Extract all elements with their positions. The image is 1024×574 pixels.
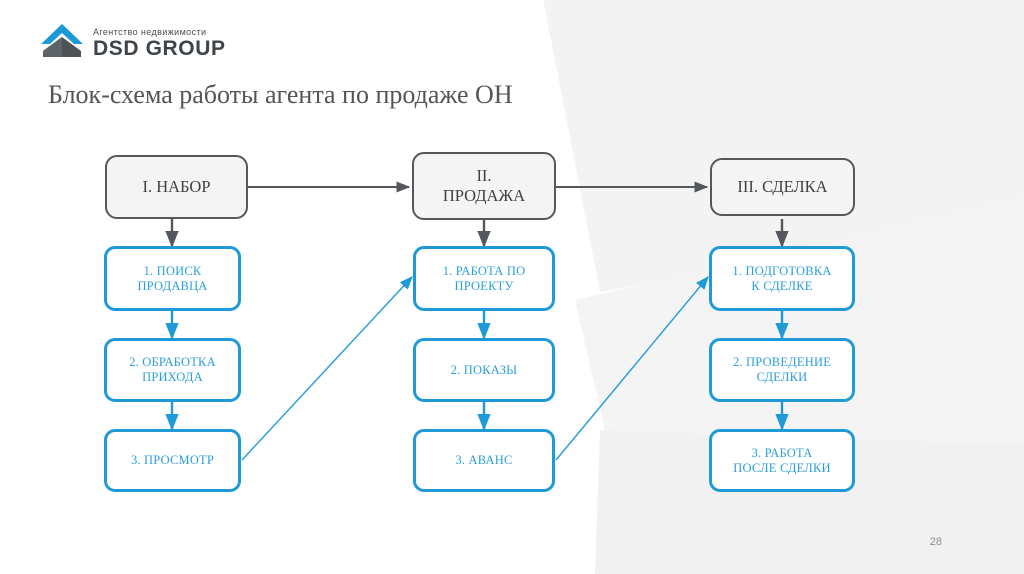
connector-step13-step21 bbox=[241, 276, 413, 461]
step-label-3-2-line1: 2. ПРОВЕДЕНИЕ bbox=[732, 355, 832, 369]
step-label-2-1-line2: ПРОЕКТУ bbox=[454, 278, 514, 293]
logo-text-block: Агентство недвижимости DSD GROUP bbox=[93, 28, 226, 60]
phase-label-nabor: I. НАБОР bbox=[142, 177, 211, 197]
page-number: 28 bbox=[929, 536, 942, 548]
step-label-1-1-line2: ПРОДАВЦА bbox=[137, 278, 208, 293]
phase-box-prodazha[interactable]: II. ПРОДАЖА bbox=[412, 152, 556, 220]
step-label-2-1-line1: 1. РАБОТА ПО bbox=[442, 263, 526, 278]
step-box-rabota-posle-sdelki[interactable]: 3. РАБОТА ПОСЛЕ СДЕЛКИ bbox=[709, 429, 855, 492]
phase-label-prodazha-line2: ПРОДАЖА bbox=[442, 186, 526, 205]
step-label-3-1-line2: К СДЕЛКЕ bbox=[751, 278, 813, 293]
step-label-1-2-line2: ПРИХОДА bbox=[142, 370, 203, 384]
connector-step23-step31 bbox=[555, 275, 709, 461]
step-label-2-3-line1: 3. АВАНС bbox=[455, 453, 513, 467]
step-box-prosmotr[interactable]: 3. ПРОСМОТР bbox=[104, 429, 241, 492]
step-label-1-3-line1: 3. ПРОСМОТР bbox=[130, 453, 215, 467]
brand-logo: Агентство недвижимости DSD GROUP bbox=[40, 20, 226, 60]
page-title: Блок-схема работы агента по продаже ОН bbox=[48, 80, 513, 109]
step-box-pokazy[interactable]: 2. ПОКАЗЫ bbox=[413, 338, 555, 402]
step-label-3-3-line1: 3. РАБОТА bbox=[751, 445, 813, 460]
step-box-poisk-prodavca[interactable]: 1. ПОИСК ПРОДАВЦА bbox=[104, 246, 241, 311]
logo-tagline: Агентство недвижимости bbox=[93, 27, 207, 37]
step-label-1-1-line1: 1. ПОИСК bbox=[143, 263, 202, 278]
step-label-3-2-line2: СДЕЛКИ bbox=[756, 370, 808, 384]
phase-label-sdelka: III. СДЕЛКА bbox=[737, 177, 828, 197]
step-box-avans[interactable]: 3. АВАНС bbox=[413, 429, 555, 492]
step-box-obrabotka-prihoda[interactable]: 2. ОБРАБОТКА ПРИХОДА bbox=[104, 338, 241, 402]
step-box-provedenie-sdelki[interactable]: 2. ПРОВЕДЕНИЕ СДЕЛКИ bbox=[709, 338, 855, 402]
step-label-3-1-line1: 1. ПОДГОТОВКА bbox=[732, 263, 832, 278]
step-box-rabota-po-proektu[interactable]: 1. РАБОТА ПО ПРОЕКТУ bbox=[413, 246, 555, 311]
step-label-3-3-line2: ПОСЛЕ СДЕЛКИ bbox=[733, 460, 831, 475]
logo-name: DSD GROUP bbox=[93, 37, 226, 60]
dsd-roof-icon bbox=[41, 24, 83, 57]
phase-label-prodazha-line1: II. bbox=[476, 166, 492, 186]
step-label-1-2-line1: 2. ОБРАБОТКА bbox=[129, 355, 216, 369]
step-label-2-2-line1: 2. ПОКАЗЫ bbox=[450, 362, 518, 377]
phase-box-nabor[interactable]: I. НАБОР bbox=[105, 155, 248, 219]
step-box-podgotovka-k-sdelke[interactable]: 1. ПОДГОТОВКА К СДЕЛКЕ bbox=[709, 246, 855, 311]
phase-box-sdelka[interactable]: III. СДЕЛКА bbox=[710, 158, 855, 216]
